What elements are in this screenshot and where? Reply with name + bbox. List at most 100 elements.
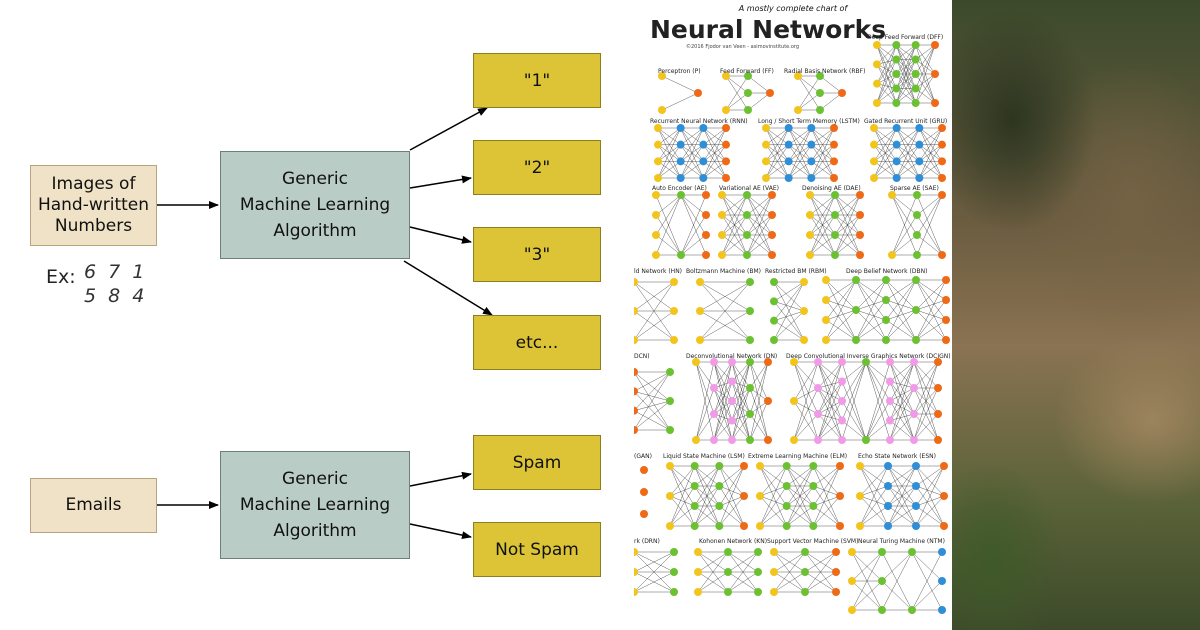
network-node	[634, 307, 638, 315]
network-edge	[825, 309, 857, 321]
network-edge	[881, 551, 913, 582]
network-edge	[703, 127, 727, 162]
arrow-to-output-3	[409, 226, 472, 244]
network-edge	[699, 281, 751, 341]
network-node	[768, 191, 776, 199]
network-node	[832, 548, 840, 556]
network-node	[809, 522, 818, 530]
network-edge	[841, 361, 867, 402]
network-node	[710, 358, 718, 366]
network-edge	[825, 279, 857, 321]
network-label-ff: Feed Forward (FF)	[720, 68, 774, 75]
network-node	[856, 462, 864, 470]
network-node	[912, 336, 920, 344]
network-node	[764, 436, 772, 444]
network-node	[870, 174, 878, 182]
network-node	[862, 358, 870, 366]
network-node	[756, 522, 764, 530]
network-edge	[887, 465, 917, 527]
arrow-to-not-spam	[409, 523, 472, 540]
network-node	[822, 296, 830, 304]
network-node	[862, 436, 870, 444]
network-edge	[786, 465, 814, 487]
network-edge	[876, 64, 897, 89]
network-edge	[813, 485, 841, 497]
network-edge	[669, 495, 695, 507]
network-edge	[747, 75, 771, 94]
network-edge	[896, 127, 920, 162]
network-edge	[634, 410, 671, 431]
network-edge	[804, 551, 837, 573]
network-node	[722, 140, 730, 149]
network-node	[830, 157, 838, 166]
network-node	[822, 336, 830, 344]
network-edge	[876, 44, 897, 60]
network-node	[912, 462, 920, 470]
network-node	[892, 55, 901, 64]
network-node	[831, 251, 839, 259]
network-diagram-2	[722, 72, 774, 114]
output-box-2: "2"	[473, 140, 601, 195]
network-edge	[855, 279, 887, 301]
network-edge	[661, 92, 699, 111]
network-diagram-9	[806, 191, 864, 259]
network-node	[744, 89, 752, 97]
network-edge	[855, 319, 887, 341]
network-node	[809, 462, 818, 470]
network-edge	[911, 551, 943, 611]
network-node	[762, 157, 770, 166]
network-edge	[634, 371, 671, 392]
network-edge	[915, 44, 936, 104]
network-edge	[825, 309, 857, 341]
network-edge	[915, 309, 947, 321]
network-node	[892, 174, 901, 182]
network-edge	[834, 214, 861, 256]
network-node	[743, 191, 751, 199]
network-node	[886, 397, 894, 405]
network-node	[670, 588, 678, 596]
network-edge	[813, 465, 841, 527]
network-node	[764, 397, 772, 405]
network-node	[784, 174, 793, 182]
network-edge	[865, 361, 891, 402]
network-edge	[657, 127, 681, 145]
network-node	[670, 336, 678, 344]
network-edge	[697, 551, 729, 573]
network-node	[888, 251, 896, 259]
network-edge	[694, 485, 720, 527]
network-edge	[634, 310, 675, 341]
network-edge	[786, 465, 814, 507]
network-node	[807, 124, 816, 132]
network-node	[888, 191, 896, 199]
network-edge	[699, 310, 751, 341]
network-edge	[695, 361, 715, 415]
network-edge	[793, 361, 819, 389]
network-edge	[793, 400, 819, 441]
network-edge	[721, 194, 748, 256]
network-edge	[731, 361, 751, 441]
network-node	[699, 174, 708, 182]
network-edge	[634, 371, 671, 402]
network-node	[762, 140, 770, 149]
network-edge	[913, 387, 939, 441]
network-node	[634, 568, 638, 576]
network-node	[782, 502, 791, 510]
network-edge	[817, 361, 843, 415]
network-node	[886, 358, 894, 366]
network-node	[892, 70, 901, 78]
network-label-p: Perceptron (P)	[658, 68, 701, 75]
network-edge	[915, 465, 945, 527]
network-edge	[885, 299, 917, 311]
network-edge	[788, 127, 812, 162]
network-diagram-19	[666, 462, 748, 530]
network-edge	[713, 387, 733, 441]
network-diagram-15	[634, 368, 674, 434]
network-diagram-22	[634, 548, 678, 596]
network-edge	[865, 420, 891, 441]
network-edge	[680, 127, 704, 179]
nn-chart-copyright: ©2016 Fjodor van Veen - asimovinstitute.…	[686, 44, 800, 50]
network-diagram-7	[652, 191, 710, 259]
network-node	[754, 548, 762, 556]
network-edge	[876, 44, 897, 65]
network-node	[807, 140, 816, 149]
